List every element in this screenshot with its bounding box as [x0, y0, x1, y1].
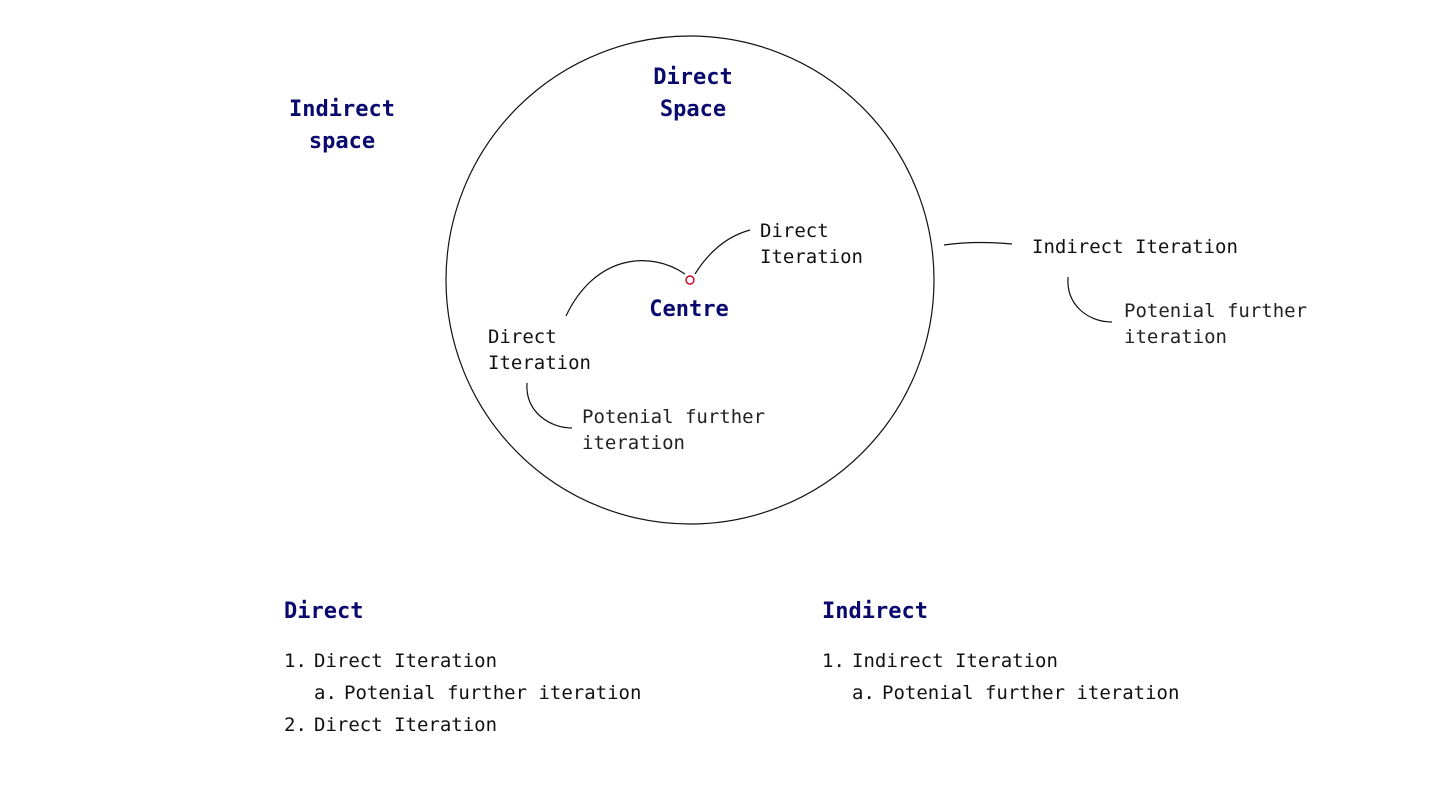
potential-inner-label: Potenial further iteration: [582, 406, 766, 454]
centre-marker: [685, 275, 695, 285]
direct-list-title: Direct: [284, 599, 364, 624]
connector-lower-iteration-to-potential: [526, 382, 573, 429]
connector-indirect-iteration-to-potential: [1067, 276, 1113, 323]
connector-circle-to-indirect-iteration: [943, 242, 1013, 246]
list-item: 1.Indirect Iteration: [822, 650, 1058, 672]
indirect-space-label: Indirect space: [289, 97, 395, 154]
direct-iteration-upper-label: Direct Iteration: [760, 220, 863, 268]
indirect-iteration-label: Indirect Iteration: [1032, 236, 1238, 258]
list-item: a.Potenial further iteration: [314, 682, 642, 704]
list-item: 1.Direct Iteration: [284, 650, 498, 672]
list-item: a.Potenial further iteration: [852, 682, 1180, 704]
potential-outer-label: Potenial further iteration: [1124, 300, 1308, 348]
connector-centre-to-lower-iteration: [565, 260, 686, 317]
direct-iteration-lower-label: Direct Iteration: [488, 326, 591, 374]
direct-space-circle: [445, 35, 935, 525]
direct-list: 1.Direct Iteration a.Potenial further it…: [284, 645, 641, 741]
indirect-list-title: Indirect: [822, 599, 928, 624]
connector-centre-to-upper-iteration: [694, 229, 751, 275]
direct-space-label: Direct Space: [653, 65, 733, 122]
centre-label: Centre: [649, 297, 729, 322]
indirect-list: 1.Indirect Iteration a.Potenial further …: [822, 645, 1179, 709]
list-item: 2.Direct Iteration: [284, 714, 498, 736]
